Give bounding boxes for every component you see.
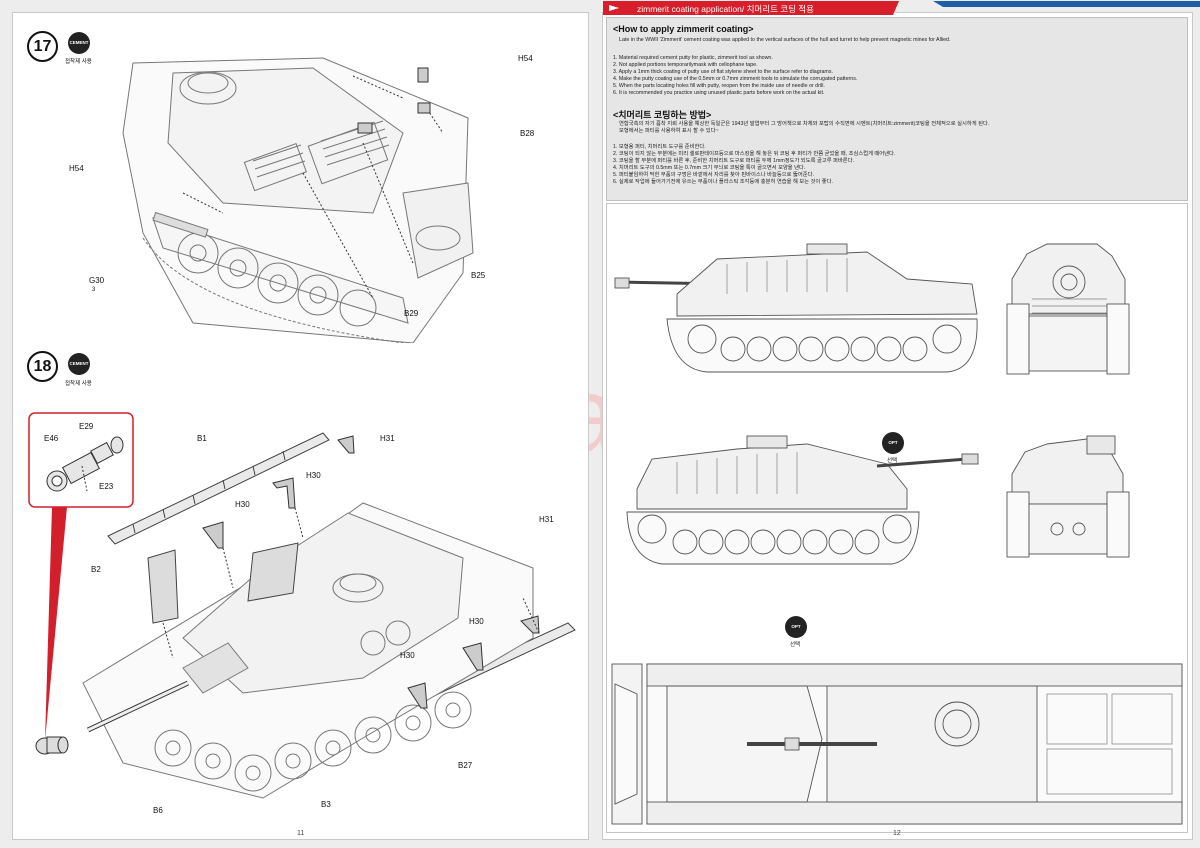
right-page: zimmerit coating application/ 치머리트 코팅 적용… [602, 1, 1200, 840]
step-17-number: 17 [27, 31, 58, 62]
part-label-h54: H54 [69, 164, 84, 173]
front-view [1006, 243, 1130, 375]
part-label-b3: B3 [321, 800, 331, 809]
part-label-b28: B28 [520, 129, 535, 138]
side-view-right [626, 435, 979, 565]
cement-badge: CEMENT [68, 353, 90, 375]
part-label-h30: H30 [235, 500, 250, 509]
cement-caption: 접착제 사용 [65, 381, 92, 387]
instruction-step: 1. Material required cement putty for pl… [613, 55, 773, 61]
part-label-h31: H31 [539, 515, 554, 524]
instruction-step: 1. 모형용 퍼티, 치머리트 도구를 준비한다. [613, 144, 706, 150]
zimmerit-instructions: <How to apply zimmerit coating> Late in … [606, 17, 1188, 201]
left-page: 17 CEMENT 접착제 사용 [12, 12, 589, 840]
instruction-step: 3. 코팅을 할 부분에 퍼티를 바른 후, 준비한 치머리트 도구로 퍼티를 … [613, 158, 855, 164]
part-label-h30: H30 [306, 471, 321, 480]
instruction-step: 5. 퍼티붙임하여 막힌 부품의 구멍은 바깥에서 자리를 찾아 핀바이스나 바… [613, 172, 814, 178]
part-label-b2: B2 [91, 565, 101, 574]
part-label-e29: E29 [79, 422, 94, 431]
instruction-step: 4. Make the putty coating use of the 0.5… [613, 76, 858, 82]
instruction-step: 4. 치머리트 도구의 0.5mm 또는 0.7mm 크기 무늬로 코팅을 톡이… [613, 165, 806, 171]
opt-caption: 선택 [887, 458, 898, 464]
page-number: 12 [893, 830, 901, 837]
part-label-e46: E46 [44, 434, 59, 443]
part-label-g30: G30 [89, 276, 105, 285]
opt-caption: 선택 [790, 642, 801, 648]
part-label-b25: B25 [471, 271, 486, 280]
instruction-step: 2. Not applied portions temporarilymask … [613, 62, 758, 68]
part-label-h31: H31 [380, 434, 395, 443]
cement-badge: CEMENT [68, 32, 90, 54]
part-label-b29: B29 [404, 309, 419, 318]
instructions-intro-en: Late in the WWII 'Zimmerit' cement coati… [619, 37, 951, 43]
top-view [611, 663, 1183, 825]
page-number: 11 [297, 830, 305, 837]
instruction-step: 5. When the parts locating holes fill wi… [613, 83, 825, 89]
part-label-b6: B6 [153, 806, 163, 815]
part-label-e23: E23 [99, 482, 114, 491]
muzzle-brake-detail [28, 412, 134, 755]
part-label-h30: H30 [469, 617, 484, 626]
part-label-b1: B1 [197, 434, 207, 443]
side-view-left [614, 243, 978, 373]
rear-view [1006, 435, 1130, 558]
opt-badge: OPT [785, 616, 807, 638]
step-18-number: 18 [27, 351, 58, 382]
part-label-b27: B27 [458, 761, 473, 770]
opt-badge: OPT [882, 432, 904, 454]
instruction-step: 2. 코팅이 되지 않는 부분에는 미리 셀로판테이프등으로 마스킹을 해 놓은… [613, 151, 896, 157]
part-label-h30: H30 [400, 651, 415, 660]
instruction-step: 6. 실제로 작업에 들어가기전에 유쓰는 부품이나 플라스틱 조각등에 충분히… [613, 179, 833, 185]
instructions-heading-en: <How to apply zimmerit coating> [613, 24, 754, 34]
header-title: zimmerit coating application/ 치머리트 코팅 적용 [637, 4, 814, 14]
profile-views-panel: OPT 선택 OPT 선택 [606, 203, 1188, 833]
zimmerit-profile-drawings [611, 243, 1183, 825]
header-banner [603, 1, 1200, 15]
part-count-g30: 3 [92, 287, 96, 293]
instructions-intro-ko: 연합국측의 자기 흡착 지뢰 사용을 예상한 독일군은 1943년 말엽부터 그… [619, 121, 990, 127]
part-label-h54: H54 [518, 54, 533, 63]
instruction-step: 3. Apply a 1mm thick coating of putty us… [613, 69, 833, 75]
instructions-intro-ko: 모형에서는 퍼티를 사용하여 표시 할 수 있다~ [619, 128, 719, 134]
step-18-hull-diagram [82, 432, 576, 799]
instruction-step: 6. It is recommended you practice using … [613, 90, 825, 96]
cement-caption: 접착제 사용 [65, 59, 92, 65]
instructions-heading-ko: <치머리트 코팅하는 방법> [613, 110, 712, 120]
step-17-hull-diagram [122, 57, 474, 343]
